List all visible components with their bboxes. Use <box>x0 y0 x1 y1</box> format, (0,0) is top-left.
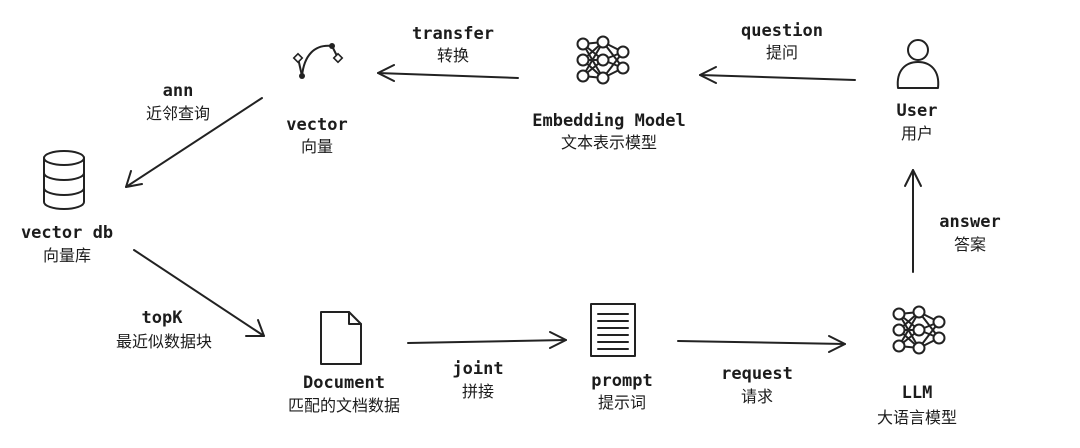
embedding-model-label-zh: 文本表示模型 <box>561 133 657 152</box>
ann-edge-label: ann <box>163 81 194 101</box>
llm-label-zh: 大语言模型 <box>877 408 957 427</box>
user-icon <box>896 39 940 89</box>
vector-db-label-zh: 向量库 <box>43 246 91 265</box>
document-label: Document <box>303 373 385 393</box>
llm-label: LLM <box>902 383 933 403</box>
neural-network-icon <box>576 35 630 85</box>
transfer-edge-label: transfer <box>412 24 494 44</box>
topk-edge-label-zh: 最近似数据块 <box>116 332 212 351</box>
question-arrow <box>699 66 856 84</box>
answer-edge-label: answer <box>939 212 1000 232</box>
user-label: User <box>897 101 938 121</box>
joint-edge-label: joint <box>452 359 503 379</box>
document-icon <box>320 311 362 365</box>
topk-edge-label: topK <box>142 308 184 328</box>
transfer-edge-label-zh: 转换 <box>437 46 469 65</box>
vector-label: vector <box>286 115 347 135</box>
document-label-zh: 匹配的文档数据 <box>288 396 400 415</box>
request-edge-label: request <box>721 364 793 384</box>
answer-arrow <box>904 169 922 273</box>
bezier-curve-icon <box>292 43 344 79</box>
request-edge-label-zh: 请求 <box>741 387 773 406</box>
question-edge-label: question <box>741 21 823 41</box>
question-edge-label-zh: 提问 <box>766 43 798 62</box>
transfer-arrow <box>377 64 519 82</box>
ann-arrow <box>125 97 263 188</box>
user-label-zh: 用户 <box>901 124 933 143</box>
vector-db-label: vector db <box>21 223 113 243</box>
joint-edge-label-zh: 拼接 <box>462 382 494 401</box>
database-icon <box>43 150 85 210</box>
embedding-model-label: Embedding Model <box>532 111 686 131</box>
vector-label-zh: 向量 <box>301 137 333 156</box>
topk-arrow <box>133 249 265 337</box>
answer-edge-label-zh: 答案 <box>954 235 986 254</box>
text-lines-icon <box>590 303 636 357</box>
ann-edge-label-zh: 近邻查询 <box>146 104 210 123</box>
prompt-label-zh: 提示词 <box>598 393 646 412</box>
joint-arrow <box>407 331 567 349</box>
prompt-label: prompt <box>591 371 652 391</box>
neural-network-icon <box>892 305 946 355</box>
request-arrow <box>677 335 846 353</box>
